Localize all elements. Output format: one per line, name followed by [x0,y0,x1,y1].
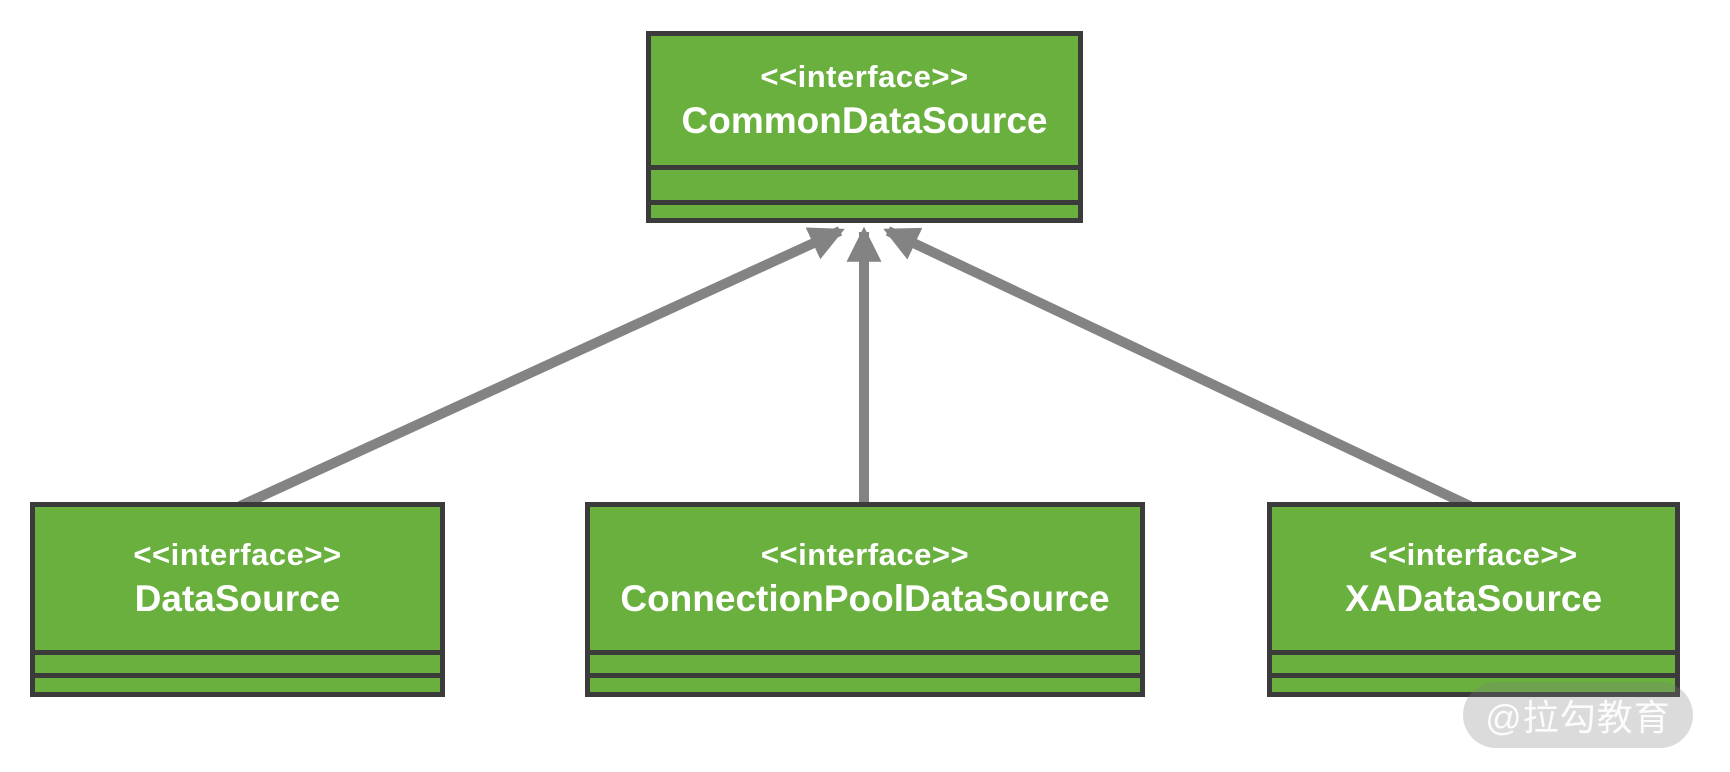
class-name-label: DataSource [134,578,341,620]
class-name-label: CommonDataSource [681,100,1048,142]
attributes-compartment [590,650,1140,673]
methods-compartment [1272,673,1675,692]
attributes-compartment [651,165,1078,200]
generalization-arrow-xadatasource [883,226,1473,511]
watermark-badge: @拉勾教育 [1463,682,1693,748]
class-name-label: ConnectionPoolDataSource [620,578,1110,620]
class-box-datasource: <<interface>> DataSource [30,502,445,697]
stereotype-label: <<interface>> [760,59,969,95]
attributes-compartment [1272,650,1675,673]
methods-compartment [590,673,1140,692]
class-title-compartment: <<interface>> CommonDataSource [651,36,1078,165]
stereotype-label: <<interface>> [133,537,342,573]
class-box-xadatasource: <<interface>> XADataSource [1267,502,1680,697]
stereotype-label: <<interface>> [760,537,970,573]
methods-compartment [35,673,440,692]
class-box-commondatasource: <<interface>> CommonDataSource [646,31,1083,223]
generalization-arrow-datasource [237,226,845,511]
stereotype-label: <<interface>> [1369,537,1578,573]
methods-compartment [651,200,1078,218]
class-title-compartment: <<interface>> XADataSource [1272,507,1675,650]
watermark-text: @拉勾教育 [1485,697,1671,738]
class-name-label: XADataSource [1344,578,1603,620]
attributes-compartment [35,650,440,673]
class-title-compartment: <<interface>> DataSource [35,507,440,650]
class-box-connectionpooldatasource: <<interface>> ConnectionPoolDataSource [585,502,1145,697]
class-title-compartment: <<interface>> ConnectionPoolDataSource [590,507,1140,650]
